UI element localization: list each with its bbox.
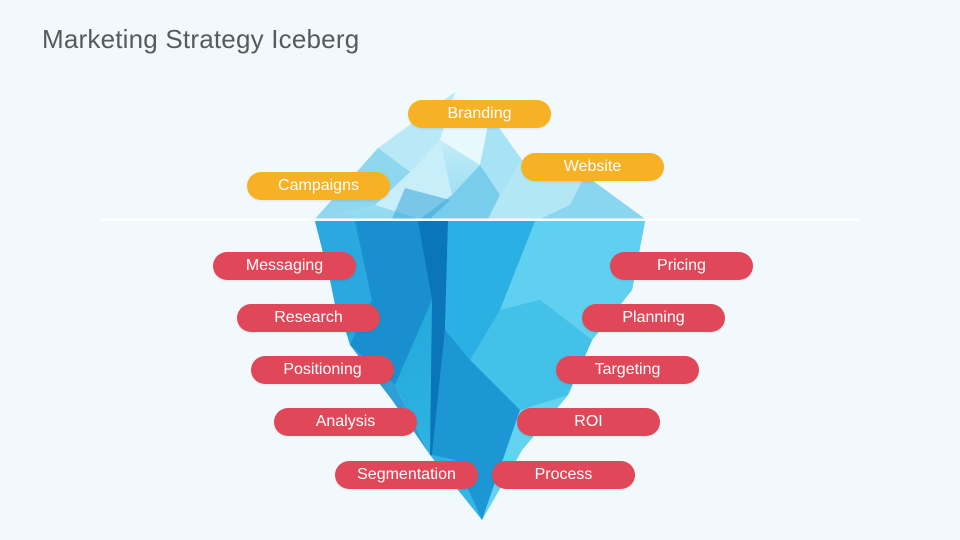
label-planning: Planning [582, 304, 725, 332]
label-website: Website [521, 153, 664, 181]
label-analysis: Analysis [274, 408, 417, 436]
label-roi: ROI [517, 408, 660, 436]
label-pricing: Pricing [610, 252, 753, 280]
label-positioning: Positioning [251, 356, 394, 384]
label-branding: Branding [408, 100, 551, 128]
waterline [100, 218, 860, 221]
page-title: Marketing Strategy Iceberg [42, 24, 360, 54]
label-research: Research [237, 304, 380, 332]
iceberg-body [315, 221, 645, 520]
label-process: Process [492, 461, 635, 489]
label-segmentation: Segmentation [335, 461, 478, 489]
label-messaging: Messaging [213, 252, 356, 280]
iceberg-tip [315, 92, 645, 219]
label-campaigns: Campaigns [247, 172, 390, 200]
label-targeting: Targeting [556, 356, 699, 384]
